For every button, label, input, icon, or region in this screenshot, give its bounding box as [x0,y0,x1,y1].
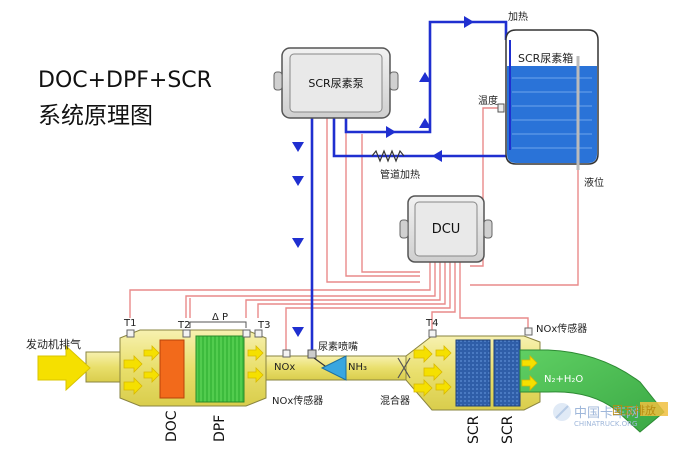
dpf-label: DPF [212,414,228,442]
nox-sensor-upstream-label: NOx传感器 [272,396,324,407]
doc-element [159,339,185,399]
scr-element-2 [493,339,521,407]
scr1-label: SCR [466,415,482,444]
urea-nozzle [307,349,347,381]
output-gas-label: N₂+H₂O [544,374,584,385]
t1-label: T1 [124,318,137,329]
dcu-box [399,195,493,263]
diagram-title-line1: DOC+DPF+SCR [38,68,212,93]
pipe-heater-coil [371,149,405,163]
delta-p-label: Δ P [212,312,229,323]
engine-exhaust-arrow [37,344,91,392]
watermark-text: 中国卡车网 [574,406,640,421]
mixer [397,357,411,379]
flow-arrows-yellow [123,345,538,397]
level-label: 液位 [584,178,604,189]
engine-exhaust-label: 发动机排气 [26,338,81,351]
urea-tank [497,29,599,170]
doc-label: DOC [164,410,180,442]
nox-gas-label: NOx [274,362,296,373]
scr-element-1 [455,339,491,407]
t3-label: T3 [258,320,271,331]
heating-label: 加热 [508,12,528,23]
diagram-title-line2: 系统原理图 [38,103,153,129]
urea-nozzle-label: 尿素喷嘴 [318,342,358,353]
pipe-heating-label: 管道加热 [380,170,420,181]
t4-label: T4 [426,318,439,329]
dpf-element [195,335,245,403]
watermark-tag-bg [640,402,668,416]
watermark-tag: 国五排放 [612,404,656,417]
urea-pump [273,47,399,119]
sensor-ports [126,327,533,358]
temperature-label: 温度 [478,96,498,107]
watermark-sub: CHINATRUCK.ORG [574,420,638,428]
mixer-label: 混合器 [380,396,410,407]
nh3-label: NH₃ [348,362,368,373]
watermark-logo [553,403,571,421]
urea-tank-label: SCR尿素箱 [518,52,574,65]
signal-wiring [129,107,579,352]
urea-lines [310,20,510,356]
t2-label: T2 [178,320,191,331]
nox-sensor-downstream-label: NOx传感器 [536,324,588,335]
dcu-label: DCU [431,221,461,237]
scr2-label: SCR [500,415,516,444]
flow-arrows [292,16,474,337]
urea-pump-label: SCR尿素泵 [308,77,364,90]
